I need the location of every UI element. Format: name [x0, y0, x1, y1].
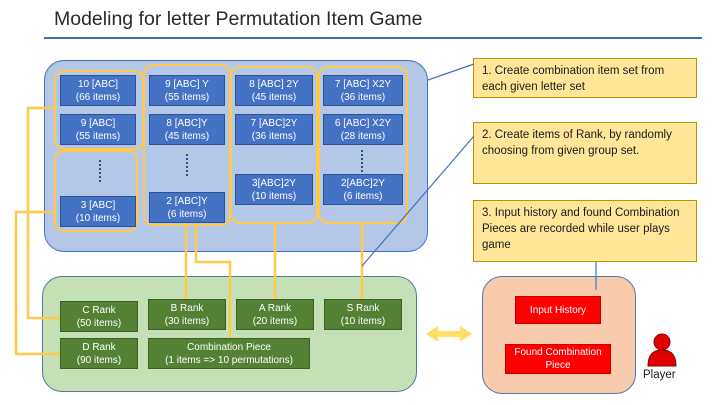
- item-set-count: (45 items): [251, 91, 297, 103]
- combination-piece-detail: (1 items => 10 permutations): [165, 354, 293, 366]
- title-underline: [44, 37, 702, 39]
- rank-count: (10 items): [340, 315, 386, 327]
- item-set-count: (45 items): [164, 130, 210, 142]
- item-set-count: (36 items): [251, 130, 297, 142]
- double-arrow-icon: [426, 326, 472, 342]
- player-record-panel: [482, 276, 636, 394]
- page-title: Modeling for letter Permutation Item Gam…: [54, 8, 423, 30]
- ellipsis-dots: [361, 150, 365, 172]
- item-set-box[interactable]: 8 [ABC]Y (45 items): [149, 114, 225, 145]
- item-set-box[interactable]: 10 [ABC] (66 items): [60, 75, 136, 106]
- item-set-box[interactable]: 3 [ABC] (10 items): [60, 196, 136, 227]
- item-set-label: 6 [ABC] X2Y: [334, 117, 392, 129]
- item-set-count: (66 items): [75, 91, 121, 103]
- ellipsis-dots: [186, 154, 190, 176]
- d-rank-box[interactable]: D Rank (90 items): [60, 338, 138, 369]
- combination-piece-box[interactable]: Combination Piece (1 items => 10 permuta…: [148, 338, 310, 369]
- item-set-box[interactable]: 9 [ABC] (55 items): [60, 114, 136, 145]
- rank-count: (90 items): [76, 354, 122, 366]
- rank-label: D Rank: [82, 341, 116, 353]
- b-rank-box[interactable]: B Rank (30 items): [148, 299, 226, 330]
- item-set-count: (6 items): [167, 208, 207, 220]
- item-set-label: 7 [ABC] X2Y: [334, 78, 392, 90]
- item-set-box[interactable]: 6 [ABC] X2Y (28 items): [323, 114, 403, 145]
- item-set-count: (10 items): [75, 212, 121, 224]
- item-set-count: (55 items): [164, 91, 210, 103]
- input-history-box[interactable]: Input History: [515, 296, 601, 324]
- item-set-count: (36 items): [340, 91, 386, 103]
- rank-count: (20 items): [252, 315, 298, 327]
- item-set-box[interactable]: 7 [ABC]2Y (36 items): [235, 114, 313, 145]
- item-set-box[interactable]: 3[ABC]2Y (10 items): [235, 174, 313, 205]
- rank-label: C Rank: [82, 304, 116, 316]
- rank-label: S Rank: [346, 302, 380, 314]
- connector-col1bottom-to-drank: [14, 210, 60, 356]
- item-set-box[interactable]: 2[ABC]2Y (6 items): [323, 174, 403, 205]
- player-label: Player: [643, 369, 676, 381]
- connector-col2-to-combo: [194, 226, 232, 338]
- s-rank-box[interactable]: S Rank (10 items): [324, 299, 402, 330]
- group-outline-col3: [230, 66, 318, 224]
- found-pieces-label: Found Combination Piece: [514, 347, 602, 371]
- item-set-box[interactable]: 2 [ABC]Y (6 items): [149, 192, 225, 223]
- rank-count: (50 items): [76, 317, 122, 329]
- a-rank-box[interactable]: A Rank (20 items): [236, 299, 314, 330]
- item-set-count: (28 items): [340, 130, 386, 142]
- item-set-label: 10 [ABC]: [77, 78, 119, 90]
- callout-line-note1: [427, 63, 475, 81]
- rank-label: B Rank: [170, 302, 204, 314]
- input-history-label: Input History: [529, 304, 587, 316]
- item-set-count: (55 items): [75, 130, 121, 142]
- rank-label: A Rank: [258, 302, 292, 314]
- group-outline-col4: [318, 66, 408, 224]
- item-set-count: (6 items): [343, 190, 383, 202]
- item-set-label: 9 [ABC]: [80, 117, 116, 129]
- group-outline-col1-bottom: [54, 150, 138, 232]
- item-set-label: 7 [ABC]2Y: [250, 117, 298, 129]
- note-step-1: 1. Create combination item set from each…: [473, 58, 697, 98]
- found-pieces-box[interactable]: Found Combination Piece: [505, 344, 611, 374]
- item-set-label: 3 [ABC]: [80, 199, 116, 211]
- item-set-count: (10 items): [251, 190, 297, 202]
- item-set-box[interactable]: 9 [ABC] Y (55 items): [149, 75, 225, 106]
- item-set-label: 8 [ABC]Y: [166, 117, 208, 129]
- note-step-2: 2. Create items of Rank, by randomly cho…: [473, 122, 697, 184]
- item-set-label: 2[ABC]2Y: [341, 177, 385, 189]
- item-set-box[interactable]: 8 [ABC] 2Y (45 items): [235, 75, 313, 106]
- item-set-label: 2 [ABC]Y: [166, 195, 208, 207]
- item-set-label: 9 [ABC] Y: [165, 78, 209, 90]
- item-set-label: 3[ABC]2Y: [252, 177, 296, 189]
- rank-count: (30 items): [164, 315, 210, 327]
- callout-line-note2: [361, 135, 475, 267]
- c-rank-box[interactable]: C Rank (50 items): [60, 301, 138, 332]
- ellipsis-dots: [99, 160, 103, 182]
- player-icon: [647, 333, 677, 367]
- note-step-3: 3. Input history and found Combination P…: [473, 200, 697, 262]
- combination-piece-label: Combination Piece: [187, 341, 271, 353]
- item-set-label: 8 [ABC] 2Y: [249, 78, 299, 90]
- item-set-box[interactable]: 7 [ABC] X2Y (36 items): [323, 75, 403, 106]
